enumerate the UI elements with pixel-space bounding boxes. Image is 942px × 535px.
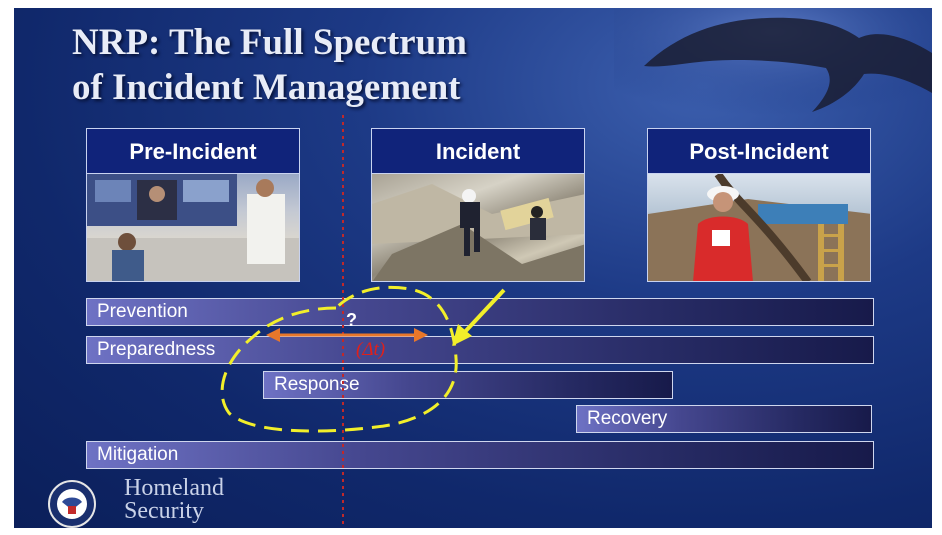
slide: NRP: The Full Spectrum of Incident Manag… (14, 8, 932, 528)
operations-center-photo (86, 174, 300, 282)
panel-header: Incident (371, 128, 585, 174)
title-line-1: NRP: The Full Spectrum (72, 22, 468, 63)
phase-bar-preparedness: Preparedness (86, 336, 874, 364)
dhs-seal-icon (48, 480, 96, 528)
rescue-rubble-photo (371, 174, 585, 282)
phase-bar-recovery: Recovery (576, 405, 872, 433)
panel-post-incident: Post-Incident (647, 128, 871, 282)
panel-header: Post-Incident (647, 128, 871, 174)
logo-line-2: Security (124, 498, 204, 524)
question-mark: ? (346, 310, 357, 330)
title-line-2: of Incident Management (72, 67, 461, 108)
eagle-graphic (614, 8, 932, 128)
homeland-security-logo: Homeland Security (124, 475, 224, 524)
recovery-worker-photo (647, 174, 871, 282)
delta-t-label: (Δt) (356, 339, 386, 360)
logo-line-1: Homeland (124, 475, 224, 501)
slide-title: NRP: The Full Spectrum of Incident Manag… (72, 20, 467, 110)
phase-bar-response: Response (263, 371, 673, 399)
panel-pre-incident: Pre-Incident (86, 128, 300, 282)
panel-incident: Incident (371, 128, 585, 282)
panel-header: Pre-Incident (86, 128, 300, 174)
phase-bar-prevention: Prevention (86, 298, 874, 326)
phase-bar-mitigation: Mitigation (86, 441, 874, 469)
